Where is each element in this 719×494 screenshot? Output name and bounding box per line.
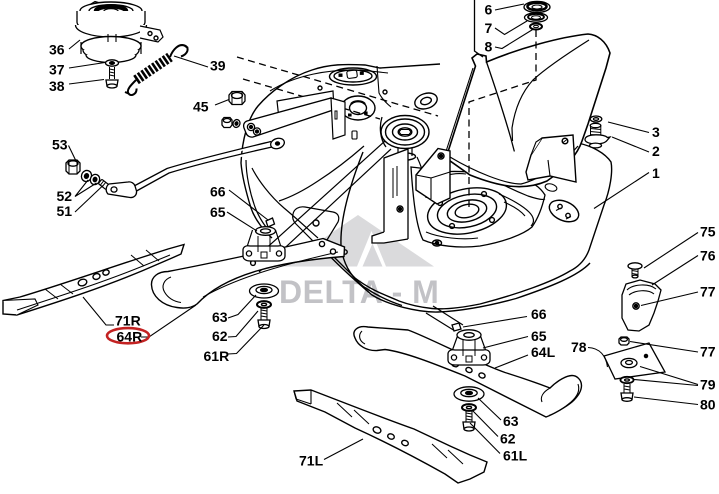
svg-text:77: 77 — [700, 344, 716, 360]
svg-text:64L: 64L — [531, 344, 556, 360]
svg-text:52: 52 — [57, 188, 73, 204]
svg-text:64R: 64R — [117, 329, 143, 345]
svg-text:6: 6 — [485, 2, 493, 18]
svg-text:75: 75 — [700, 224, 716, 240]
svg-text:77: 77 — [700, 284, 716, 300]
svg-text:63: 63 — [212, 309, 228, 325]
svg-text:8: 8 — [485, 39, 493, 55]
svg-text:71L: 71L — [299, 453, 324, 469]
svg-text:66: 66 — [531, 306, 547, 322]
svg-text:51: 51 — [57, 203, 73, 219]
svg-text:53: 53 — [52, 137, 68, 153]
svg-text:78: 78 — [571, 339, 587, 355]
svg-text:38: 38 — [49, 78, 65, 94]
svg-text:65: 65 — [210, 204, 226, 220]
svg-text:39: 39 — [210, 58, 226, 74]
svg-text:37: 37 — [49, 62, 65, 78]
svg-text:2: 2 — [652, 143, 660, 159]
svg-text:63: 63 — [503, 413, 519, 429]
svg-text:7: 7 — [485, 20, 493, 36]
svg-text:62: 62 — [500, 431, 516, 447]
svg-text:1: 1 — [652, 165, 660, 181]
svg-text:DELTA - M: DELTA - M — [279, 274, 439, 310]
svg-text:61L: 61L — [503, 448, 528, 464]
svg-text:65: 65 — [531, 328, 547, 344]
svg-text:80: 80 — [700, 397, 716, 413]
svg-text:36: 36 — [49, 42, 65, 58]
svg-text:61R: 61R — [204, 348, 230, 364]
svg-text:45: 45 — [193, 99, 209, 115]
svg-text:66: 66 — [210, 184, 226, 200]
svg-text:76: 76 — [700, 248, 716, 264]
svg-text:71R: 71R — [115, 313, 141, 329]
svg-text:3: 3 — [652, 124, 660, 140]
svg-text:79: 79 — [700, 377, 716, 393]
svg-text:62: 62 — [212, 328, 228, 344]
